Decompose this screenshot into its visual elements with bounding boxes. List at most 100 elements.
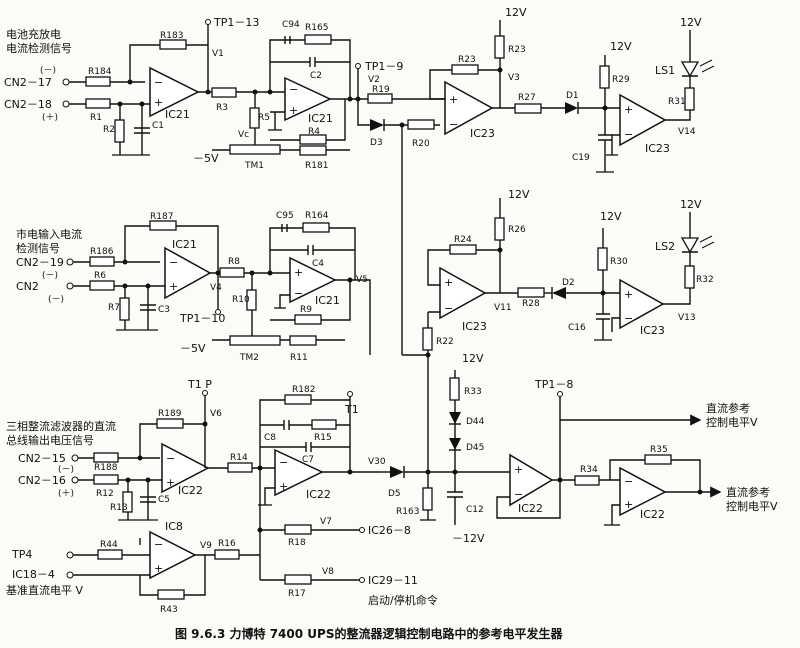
svg-text:+: + [154, 562, 163, 575]
label-r20: R20 [412, 139, 430, 149]
resistor-r17 [284, 574, 312, 585]
label-ic23-b: IC23 [645, 142, 670, 155]
led-ls1 [680, 61, 700, 78]
svg-text:−: − [289, 83, 298, 96]
svg-text:−: − [169, 256, 178, 269]
label-v3: V3 [508, 73, 520, 83]
label-minus5v-1: －5V [193, 152, 219, 165]
label-c7: C7 [302, 455, 314, 465]
label-minus5v-2: －5V [180, 342, 206, 355]
resistor-r29 [599, 65, 610, 89]
resistor-r182 [284, 394, 312, 405]
resistor-r15 [311, 419, 337, 430]
label-plus-2: (＋) [58, 488, 74, 499]
label-dcbus-2: 总线输出电压信号 [6, 433, 94, 447]
svg-text:+: + [514, 463, 523, 476]
diode-d45 [449, 438, 461, 450]
label-c5: C5 [158, 495, 170, 505]
label-r10: R10 [232, 295, 250, 305]
svg-text:+: + [449, 93, 458, 106]
label-dcbus-1: 三相整流滤波器的直流 [6, 419, 116, 433]
label-start-stop: 启动/停机命令 [368, 593, 438, 607]
led-ls2 [680, 237, 700, 254]
svg-text:−: − [154, 76, 163, 89]
label-r23a: R23 [458, 55, 476, 65]
label-ic22-b: IC22 [306, 488, 331, 501]
label-r16: R16 [218, 539, 236, 549]
opamp-ic21-d [289, 256, 337, 304]
label-r24: R24 [454, 235, 472, 245]
label-r11: R11 [290, 353, 308, 363]
label-v30: V30 [368, 457, 386, 467]
resistor-r30 [597, 247, 608, 271]
resistor-r27 [514, 103, 542, 114]
label-minus-3: (－) [48, 295, 64, 305]
label-r181: R181 [305, 161, 328, 171]
resistor-r183 [159, 39, 187, 50]
resistor-r13 [122, 491, 133, 513]
label-c94: C94 [282, 20, 300, 30]
resistor-r8 [219, 267, 245, 278]
svg-text:−: − [279, 456, 288, 469]
figure-caption: 图 9.6.3 力博特 7400 UPS的整流器逻辑控制电路中的参考电平发生器 [175, 626, 563, 641]
label-r4: R4 [308, 127, 320, 137]
label-c3: C3 [158, 305, 170, 315]
label-minus-4: (－) [58, 465, 74, 475]
label-d3: D3 [370, 138, 383, 148]
label-cn2-19: CN2－19 [16, 256, 64, 269]
svg-text:−: − [624, 128, 633, 141]
label-12v-6: 12V [680, 198, 702, 211]
label-r32: R32 [696, 275, 714, 285]
label-r15: R15 [314, 433, 332, 443]
label-r187: R187 [150, 212, 173, 222]
label-r2: R2 [103, 125, 115, 135]
label-c2: C2 [310, 71, 322, 81]
resistor-r22 [422, 327, 433, 351]
resistor-r184 [85, 76, 111, 87]
label-ic21-d: IC21 [315, 294, 340, 307]
label-r182: R182 [292, 385, 315, 395]
svg-text:−: − [154, 538, 163, 551]
mains-current-section: −+ +− +− [66, 122, 715, 470]
trimmer-tm1 [229, 144, 281, 155]
label-tp4: TP4 [11, 548, 32, 561]
label-ic26-8: IC26－8 [368, 524, 411, 537]
label-out-a-1: 直流参考 [706, 401, 750, 415]
battery-current-section: − + − + [62, 19, 715, 173]
opamp-ic21-c [164, 246, 212, 300]
resistor-r23a [451, 64, 479, 75]
svg-text:−: − [444, 302, 453, 315]
opamp-ic23-a [444, 80, 494, 136]
label-v7: V7 [320, 517, 332, 527]
resistor-r186 [89, 256, 115, 267]
resistor-r187 [149, 220, 177, 231]
label-v4: V4 [210, 283, 222, 293]
label-r26: R26 [508, 225, 526, 235]
svg-text:+: + [289, 104, 298, 117]
label-r18: R18 [288, 538, 306, 548]
label-12v-7: 12V [462, 352, 484, 365]
label-ic23-c: IC23 [462, 320, 487, 333]
label-r30: R30 [610, 257, 628, 267]
resistor-r2 [114, 119, 125, 143]
label-r184: R184 [88, 67, 112, 77]
resistor-r4 [299, 134, 327, 145]
label-minus-1: (－) [40, 66, 56, 76]
label-r9: R9 [300, 305, 312, 315]
resistor-r24 [449, 244, 477, 255]
svg-text:+: + [279, 480, 288, 493]
label-r8: R8 [228, 257, 240, 267]
opamp-ic22-c [509, 453, 554, 507]
label-12v-3: 12V [680, 16, 702, 29]
diode-d5 [390, 466, 404, 478]
svg-text:+: + [624, 498, 633, 511]
svg-text:−: − [166, 452, 175, 465]
label-v1: V1 [212, 49, 224, 59]
label-base-ref: 基准直流电平 V [6, 583, 83, 597]
dc-bus-section: − + − + [66, 370, 722, 600]
label-ic22-c: IC22 [518, 502, 543, 515]
opamp-ic23-c [439, 266, 487, 320]
label-12v-1: 12V [505, 6, 527, 19]
label-r43: R43 [160, 605, 178, 615]
